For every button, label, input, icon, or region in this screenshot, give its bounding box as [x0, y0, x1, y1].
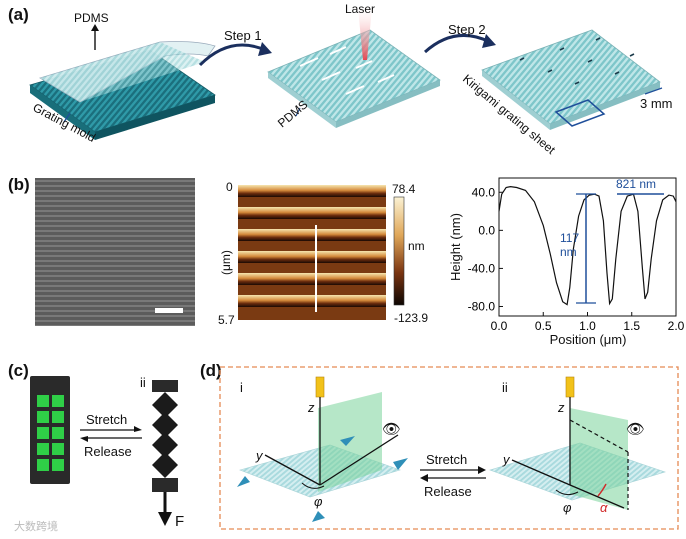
- eye-icon-i: 👁: [382, 421, 401, 438]
- pdms-sheet-label: PDMS: [275, 97, 311, 130]
- z-axis-label-i: z: [307, 400, 315, 415]
- force-arrow: [158, 512, 172, 526]
- phi-label-ii: φ: [563, 500, 572, 515]
- chart-frame: [498, 177, 677, 317]
- afm-axis-top: 0: [226, 180, 233, 194]
- chart-xlabel: Position (μm): [550, 332, 627, 347]
- x-tick-label: 0.0: [491, 319, 508, 333]
- observation-plane-i: [318, 392, 382, 492]
- green-diffraction-patches: [37, 395, 64, 471]
- panel-c-stretch-label: Stretch: [86, 412, 127, 427]
- sem-scale-bar: [155, 308, 183, 313]
- light-source-i: [315, 376, 325, 398]
- afm-image: [238, 185, 386, 320]
- step2-label: Step 2: [448, 22, 486, 37]
- phi-label-i: φ: [314, 494, 323, 509]
- x-tick-label: 2.0: [668, 319, 685, 333]
- afm-axis-unit: (μm): [219, 250, 233, 275]
- y-axis-label-i: y: [255, 448, 264, 463]
- step2-arrow: [423, 34, 491, 54]
- y-tick-label: -80.0: [468, 299, 496, 313]
- afm-axis-bottom: 5.7: [218, 313, 235, 327]
- depth-annotation-unit: nm: [560, 245, 577, 259]
- colorbar-max: 78.4: [392, 182, 416, 196]
- panel-d-frame: [219, 366, 679, 530]
- colorbar-unit: nm: [408, 239, 425, 253]
- panel-a-label: (a): [8, 5, 29, 24]
- x-tick-label: 1.5: [623, 319, 640, 333]
- y-tick-label: -40.0: [468, 261, 496, 275]
- eye-icon-ii: 👁: [626, 421, 645, 438]
- panel-d-sub-i: i: [240, 380, 243, 395]
- panel-d: (d) i z y φ 👁 Stretch Release ii: [200, 361, 679, 530]
- x-tick-label: 1.0: [579, 319, 596, 333]
- laser-label: Laser: [345, 2, 375, 16]
- step1-label: Step 1: [224, 28, 262, 43]
- kirigami-photo-stretched: [152, 380, 178, 492]
- scale-3mm-label: 3 mm: [640, 96, 673, 111]
- watermark: 大数跨境: [14, 519, 58, 533]
- y-ticks: 40.0 0.0 -40.0 -80.0: [468, 185, 503, 313]
- laser-beam: [358, 8, 372, 60]
- z-axis-label-ii: z: [557, 400, 565, 415]
- kirigami-sheet: [481, 29, 661, 130]
- chart-ylabel: Height (nm): [448, 213, 463, 281]
- panel-b: (b) 0 5.7 (μm) 78.4 nm -123.9 0.0 0.5 1.0 1…: [8, 175, 685, 347]
- pdms-cut-sheet: [267, 29, 441, 128]
- pdms-label: PDMS: [74, 11, 109, 25]
- height-profile-chart: 0.0 0.5 1.0 1.5 2.0 40.0 0.0 -40.0 -80.0 821 nm…: [448, 177, 685, 347]
- afm-colorbar: [393, 196, 405, 306]
- kirigami-selection-box: [554, 99, 606, 127]
- panel-a: (a) PDMS Grating mold Step 1: [8, 2, 673, 157]
- sem-image: [35, 178, 195, 326]
- x-tick-label: 0.5: [535, 319, 552, 333]
- width-annotation: 821 nm: [616, 177, 656, 191]
- panel-b-label: (b): [8, 175, 30, 194]
- y-tick-label: 40.0: [472, 185, 496, 199]
- panel-c-release-label: Release: [84, 444, 132, 459]
- height-profile-line: [498, 185, 677, 306]
- depth-annotation-value: 117: [560, 231, 579, 245]
- panel-d-sub-ii: ii: [502, 380, 508, 395]
- y-tick-label: 0.0: [478, 223, 495, 237]
- force-label: F: [175, 513, 184, 530]
- observation-plane-ii: [570, 408, 628, 510]
- colorbar-min: -123.9: [394, 311, 428, 325]
- light-source-ii: [565, 376, 575, 398]
- y-axis-label-ii: y: [502, 452, 511, 467]
- alpha-label: α: [600, 500, 608, 515]
- step1-arrow: [198, 43, 266, 67]
- panel-d-release-label: Release: [424, 484, 472, 499]
- panel-c: (c) i Stretch Release ii F: [8, 361, 184, 530]
- panel-c-sub-ii: ii: [140, 375, 146, 390]
- x-ticks: 0.0 0.5 1.0 1.5 2.0: [491, 312, 685, 333]
- panel-c-label: (c): [8, 361, 29, 380]
- panel-d-label: (d): [200, 361, 222, 380]
- panel-d-stretch-label: Stretch: [426, 452, 467, 467]
